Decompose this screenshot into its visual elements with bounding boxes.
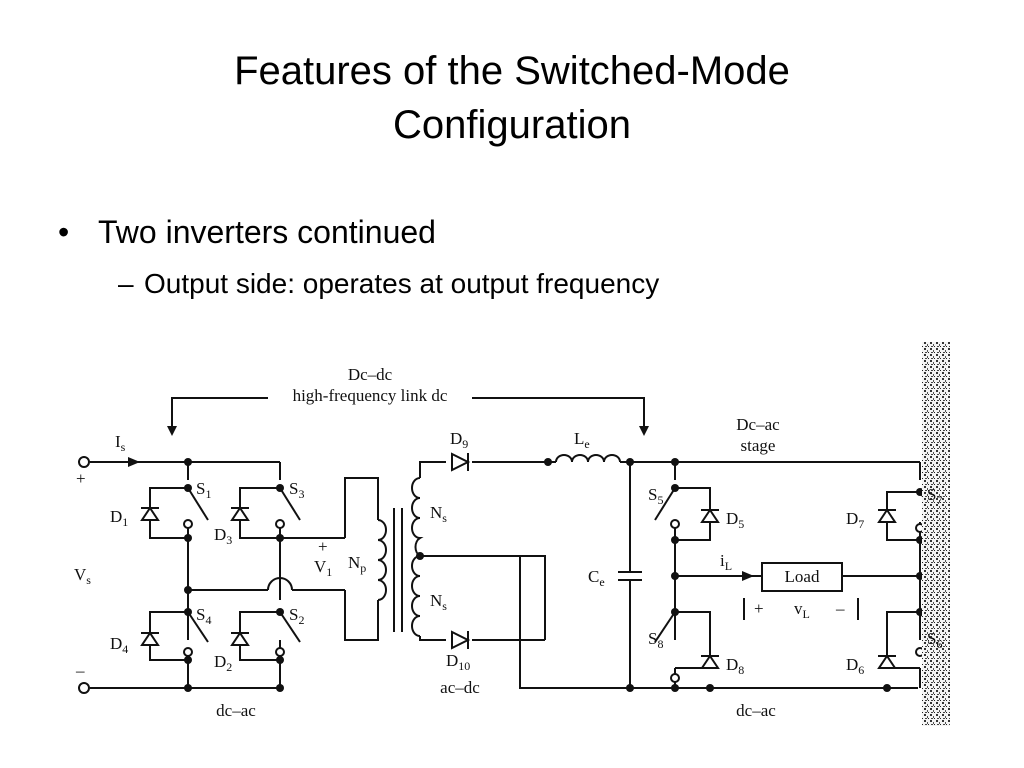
d2-label: D2 [214,652,232,674]
input-current-label: Is [115,432,126,454]
capacitor-label: Ce [588,567,605,589]
switch-s1 [187,487,209,521]
input-minus: – [75,661,85,680]
switch-s2 [279,611,301,643]
switch-s4 [187,611,209,643]
right-stage-label: dc–ac [736,701,776,720]
diode-d8 [700,654,720,669]
d6-label: D6 [846,655,864,677]
diode-d6 [877,654,897,669]
switch-s3 [279,487,301,521]
diode-d2 [230,631,250,646]
s8-label: S8 [648,629,663,651]
input-plus: + [76,469,86,488]
stage-label-line-2: stage [741,436,776,455]
s3-label: S3 [289,479,304,501]
primary-winding-label: Np [348,553,366,575]
d10-label: D10 [446,651,470,673]
d1-label: D1 [110,507,128,529]
load-minus: – [835,599,845,618]
secondary-winding-bottom-label: Ns [430,591,447,613]
switch-s5 [654,487,676,521]
d9-label: D9 [450,429,468,451]
slide-title-line-1: Features of the Switched-Mode [234,49,790,93]
arrowheads [128,426,754,581]
d3-label: D3 [214,525,232,547]
sub-bullet-marker: – [118,268,134,299]
bullet-item: • Two inverters continued [58,214,436,251]
middle-stage-label: ac–dc [440,678,480,697]
left-stage-label: dc–ac [216,701,256,720]
load-voltage-bars [743,598,859,620]
d4-label: D4 [110,634,128,656]
diode-d5 [700,508,720,523]
d5-label: D5 [726,509,744,531]
load-voltage-label: vL [794,599,810,621]
d7-label: D7 [846,509,864,531]
load-plus: + [754,599,764,618]
switch-s8 [654,611,676,643]
primary-voltage-label: V1 [314,557,332,579]
input-voltage-label: Vs [74,565,91,587]
inductor-label: Le [574,429,590,451]
s5-label: S5 [648,485,663,507]
junction-dots [184,458,924,692]
d8-label: D8 [726,655,744,677]
bullet-marker: • [58,214,70,250]
s4-label: S4 [196,605,211,627]
diodes [140,452,897,669]
diode-d10 [451,630,471,650]
primary-plus: + [318,537,328,556]
diode-d4 [140,631,160,646]
s2-label: S2 [289,605,304,627]
slide-title-line-2: Configuration [393,103,631,147]
load-current-label: iL [720,551,732,573]
load-box [761,562,843,592]
stage-label-line-1: Dc–ac [736,415,780,434]
diode-d3 [230,506,250,521]
slide-title: Features of the Switched-Mode Configurat… [0,44,1024,152]
s7-label: S7 [927,485,942,507]
load-label: Load [785,567,820,586]
scanned-edge [922,342,950,726]
sub-bullet-text: Output side: operates at output frequenc… [144,268,660,299]
diode-d9 [451,452,471,472]
s6-label: S6 [927,629,942,651]
wires [90,397,921,689]
link-label-line-2: high-frequency link dc [293,386,448,405]
sub-bullet-item: –Output side: operates at output frequen… [118,268,659,300]
bullet-text: Two inverters continued [98,214,436,250]
secondary-winding-top-label: Ns [430,503,447,525]
s1-label: S1 [196,479,211,501]
diagram-labels: Dc–dc high-frequency link dc Dc–ac stage… [74,365,942,720]
diode-d7 [877,508,897,523]
link-label-line-1: Dc–dc [348,365,393,384]
diode-d1 [140,506,160,521]
